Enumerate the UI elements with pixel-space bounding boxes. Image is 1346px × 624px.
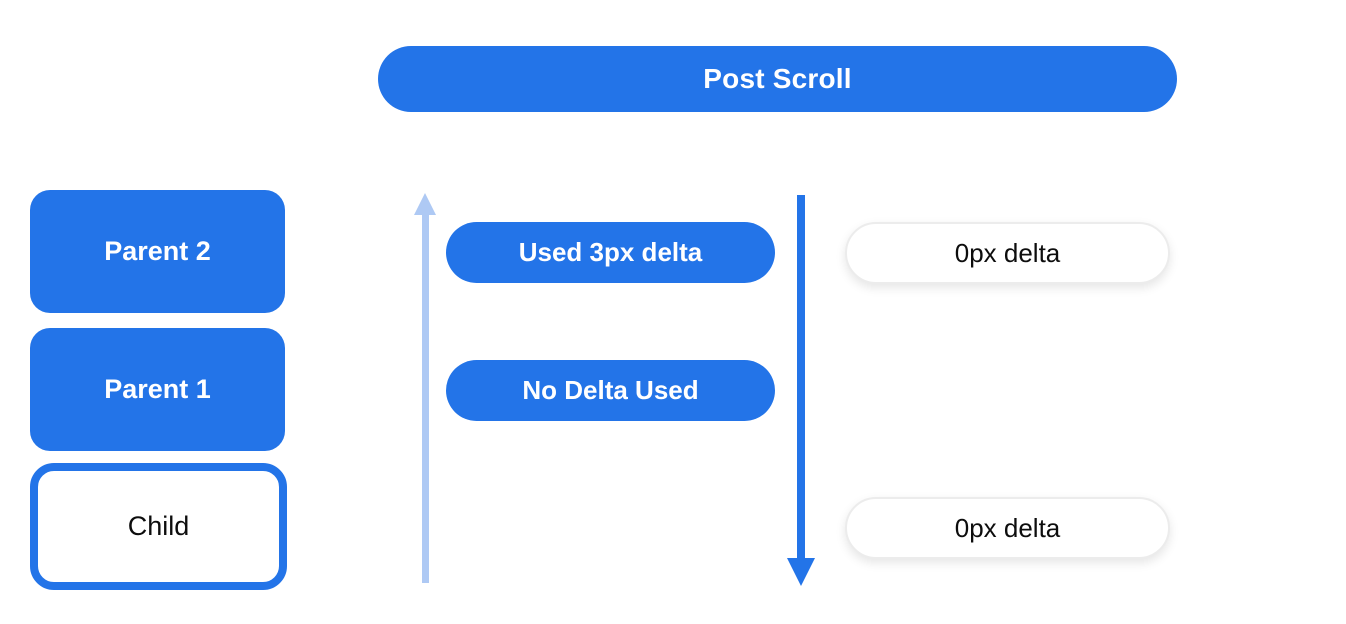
post-scroll-header-label: Post Scroll <box>703 63 852 94</box>
used-3px-delta-pill: Used 3px delta <box>446 222 775 283</box>
post-scroll-header-pill: Post Scroll <box>378 46 1177 112</box>
down-arrow-head <box>787 558 815 586</box>
parent-1-label: Parent 1 <box>104 374 211 404</box>
zero-px-delta-bottom-pill: 0px delta <box>845 497 1170 559</box>
child-box: Child <box>30 463 287 590</box>
up-arrow-stem <box>422 212 429 583</box>
down-arrow-stem <box>797 195 805 560</box>
parent-2-label: Parent 2 <box>104 236 211 266</box>
no-delta-used-label: No Delta Used <box>522 375 699 405</box>
child-label: Child <box>127 511 190 541</box>
parent-2-box: Parent 2 <box>30 190 285 313</box>
zero-px-delta-top-label: 0px delta <box>954 237 1061 268</box>
used-3px-delta-label: Used 3px delta <box>518 237 703 267</box>
no-delta-used-pill: No Delta Used <box>446 360 775 421</box>
zero-px-delta-bottom-label: 0px delta <box>954 512 1061 543</box>
parent-1-box: Parent 1 <box>30 328 285 451</box>
up-arrow-head <box>414 193 436 215</box>
zero-px-delta-top-pill: 0px delta <box>845 222 1170 284</box>
